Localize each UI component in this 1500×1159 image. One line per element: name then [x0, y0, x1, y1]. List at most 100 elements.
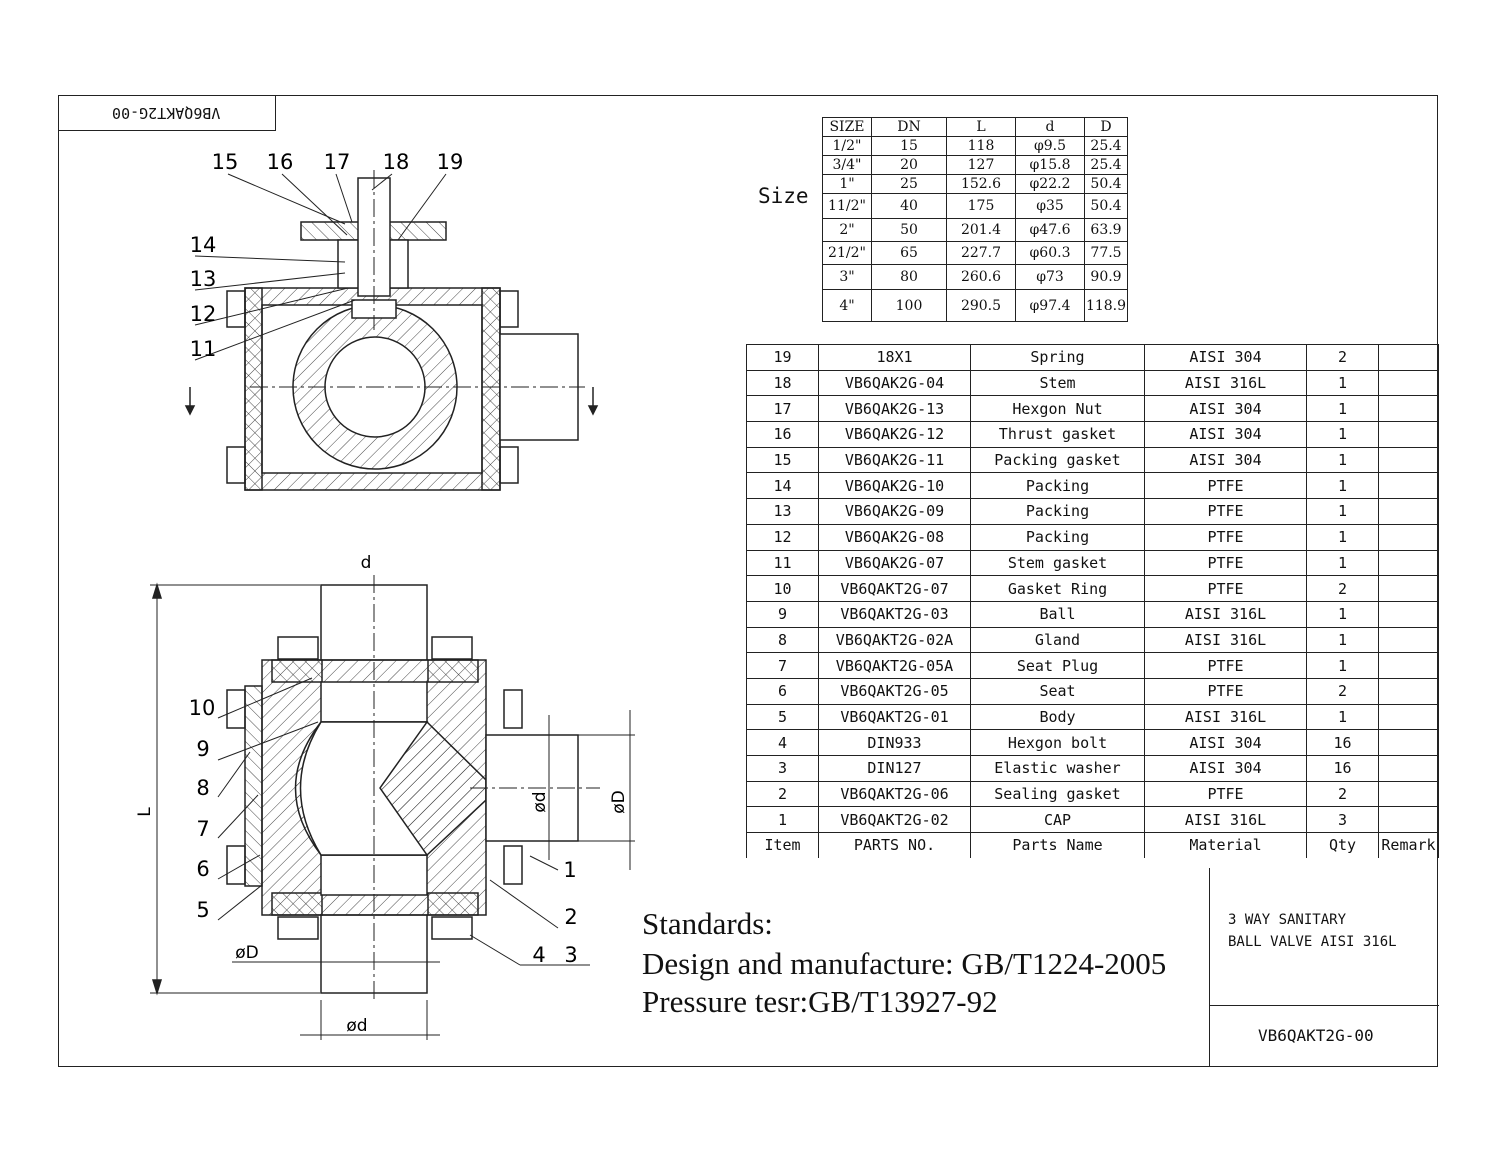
parts-cell: VB6QAKT2G-01 — [818, 703, 971, 731]
title-line-2: BALL VALVE AISI 316L — [1228, 934, 1397, 950]
size-cell: 11/2" — [822, 193, 872, 219]
parts-cell: CAP — [970, 806, 1145, 834]
parts-cell — [1378, 421, 1439, 448]
parts-cell: 1 — [1306, 652, 1379, 679]
parts-cell: 1 — [1306, 498, 1379, 525]
size-cell: 90.9 — [1084, 264, 1128, 290]
title-line-1: 3 WAY SANITARY — [1228, 912, 1347, 928]
parts-cell: 5 — [746, 703, 819, 731]
parts-cell: VB6QAKT2G-07 — [818, 575, 971, 602]
callout-9: 9 — [196, 737, 209, 761]
parts-cell — [1378, 369, 1439, 397]
top-left-flange — [244, 287, 263, 491]
parts-cell: AISI 304 — [1144, 395, 1307, 423]
parts-cell: 1 — [1306, 549, 1379, 577]
size-cell: 3/4" — [822, 155, 872, 175]
parts-cell: 14 — [746, 472, 819, 500]
parts-cell — [1378, 472, 1439, 500]
parts-cell: PTFE — [1144, 549, 1307, 577]
callout-15: 15 — [212, 150, 239, 174]
standards-design: Design and manufacture: GB/T1224-2005 — [642, 946, 1167, 981]
callout-17: 17 — [324, 150, 351, 174]
parts-cell: VB6QAKT2G-06 — [818, 780, 971, 808]
parts-cell: Seat Plug — [970, 652, 1145, 679]
callout-7: 7 — [196, 817, 209, 841]
parts-cell: 16 — [746, 421, 819, 448]
parts-cell: 16 — [1306, 755, 1379, 782]
bottom-left-flange — [244, 685, 263, 887]
parts-cell: Packing — [970, 523, 1145, 551]
parts-cell: 8 — [746, 626, 819, 654]
parts-cell: Sealing gasket — [970, 780, 1145, 808]
parts-cell: Ball — [970, 600, 1145, 628]
bottom-flange-lr — [427, 892, 479, 916]
bottom-bolt-7 — [503, 689, 523, 729]
parts-cell: PTFE — [1144, 652, 1307, 679]
parts-cell: Hexgon Nut — [970, 395, 1145, 423]
size-cell: 21/2" — [822, 241, 872, 265]
size-cell: D — [1084, 117, 1128, 137]
callout-4: 4 — [532, 943, 545, 967]
top-right-flange — [481, 287, 501, 491]
size-cell: φ9.5 — [1015, 136, 1085, 156]
parts-cell: AISI 304 — [1144, 729, 1307, 756]
size-cell: 25.4 — [1084, 155, 1128, 175]
parts-cell: 1 — [1306, 472, 1379, 500]
size-cell: 50.4 — [1084, 193, 1128, 219]
parts-cell: 2 — [1306, 575, 1379, 602]
parts-cell: Packing gasket — [970, 446, 1145, 474]
parts-cell: Thrust gasket — [970, 421, 1145, 448]
dim-phi-D-right: øD — [609, 790, 629, 814]
parts-cell: Stem gasket — [970, 549, 1145, 577]
parts-cell — [1378, 780, 1439, 808]
bottom-bolt-3 — [277, 916, 319, 940]
size-cell: 118.9 — [1084, 289, 1128, 322]
top-bolt-1 — [226, 290, 246, 328]
parts-cell — [1378, 755, 1439, 782]
parts-cell: 6 — [746, 677, 819, 705]
parts-cell: 11 — [746, 549, 819, 577]
size-cell: φ35 — [1015, 193, 1085, 219]
parts-cell: 18 — [746, 369, 819, 397]
callout-2: 2 — [564, 905, 577, 929]
parts-cell — [1378, 395, 1439, 423]
parts-cell: Parts Name — [970, 832, 1145, 858]
size-cell: 4" — [822, 289, 872, 322]
size-cell: 3" — [822, 264, 872, 290]
parts-cell: Body — [970, 703, 1145, 731]
parts-cell: 2 — [1306, 677, 1379, 705]
size-cell: 40 — [871, 193, 947, 219]
size-cell: DN — [871, 117, 947, 137]
callout-8: 8 — [196, 776, 209, 800]
parts-cell: VB6QAK2G-04 — [818, 369, 971, 397]
parts-cell: 16 — [1306, 729, 1379, 756]
parts-cell: 12 — [746, 523, 819, 551]
callout-12: 12 — [190, 302, 217, 326]
bottom-bolt-1 — [277, 636, 319, 660]
parts-cell: AISI 316L — [1144, 703, 1307, 731]
parts-cell: 18X1 — [818, 344, 971, 371]
parts-cell: Spring — [970, 344, 1145, 371]
size-cell: 50 — [871, 218, 947, 242]
callout-18: 18 — [383, 150, 410, 174]
size-cell: 1/2" — [822, 136, 872, 156]
parts-cell: AISI 304 — [1144, 755, 1307, 782]
top-bolt-3 — [499, 290, 519, 328]
parts-cell: 3 — [746, 755, 819, 782]
dim-d-top: d — [361, 553, 372, 573]
title-block — [1209, 868, 1439, 1067]
parts-cell: VB6QAK2G-10 — [818, 472, 971, 500]
size-cell: 127 — [946, 155, 1016, 175]
parts-cell: Hexgon bolt — [970, 729, 1145, 756]
size-cell: φ73 — [1015, 264, 1085, 290]
